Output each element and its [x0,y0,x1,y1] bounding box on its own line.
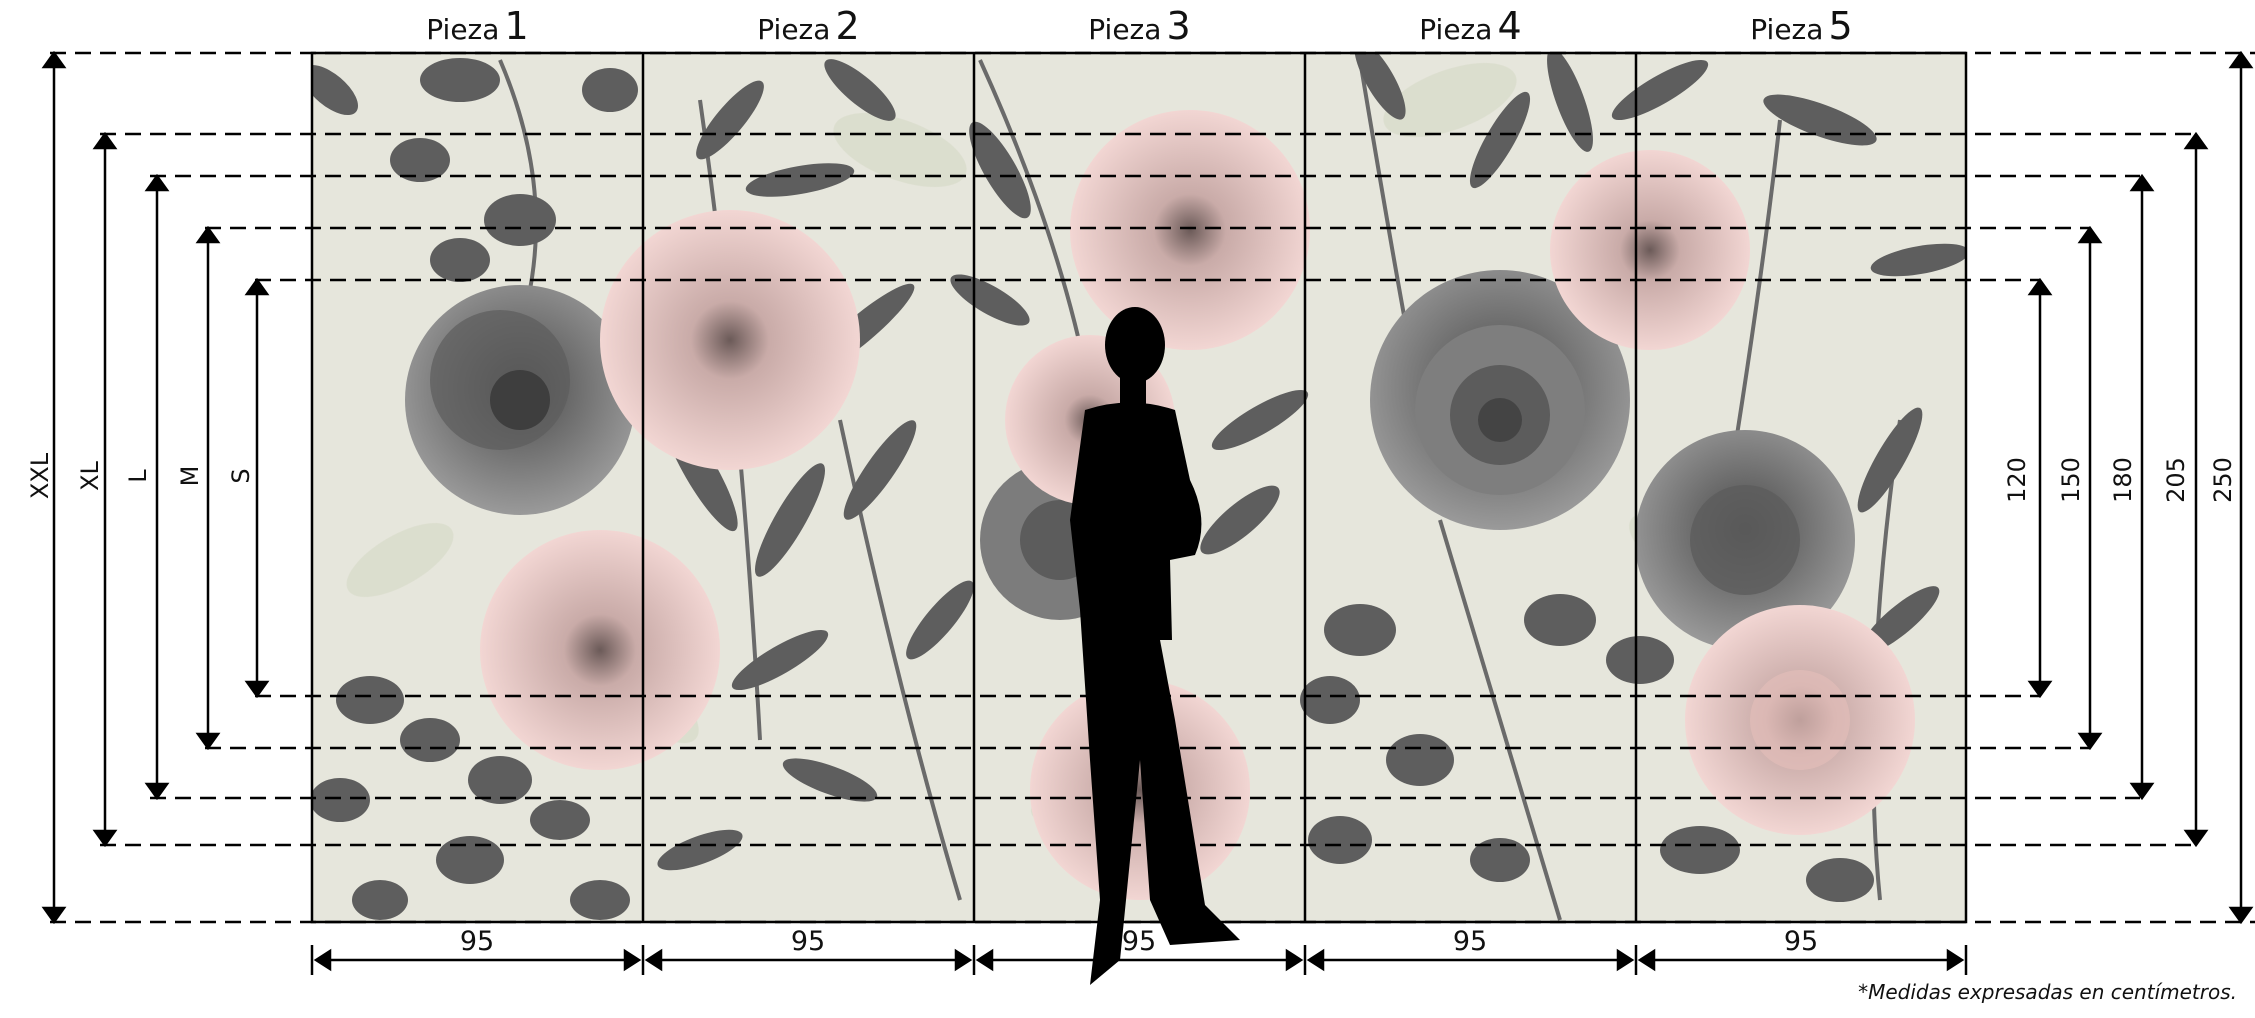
person-silhouette [1070,307,1240,985]
width-label-2: 95 [790,926,826,957]
left-size-arrows [41,50,270,925]
grey-flower-left [405,285,635,515]
width-label-5: 95 [1783,926,1819,957]
size-label-s: S [227,468,255,484]
piece-number: 4 [1497,4,1522,48]
height-label-205: 205 [2162,457,2190,503]
width-label-4: 95 [1452,926,1488,957]
height-guides [50,51,2255,924]
size-label-m: M [176,465,204,487]
piece-title-4: Pieza 4 [1305,4,1636,48]
size-label-l: L [124,469,152,483]
height-label-180: 180 [2109,457,2137,503]
pink-flower-6 [1550,150,1750,350]
piece-word: Pieza [1419,13,1493,46]
piece-word: Pieza [1088,13,1162,46]
height-label-250: 250 [2209,457,2237,503]
piece-title-2: Pieza 2 [643,4,974,48]
piece-title-1: Pieza 1 [312,4,643,48]
piece-number: 5 [1828,4,1853,48]
size-label-xl: XL [76,461,104,491]
pink-flower-2 [600,210,860,470]
piece-word: Pieza [757,13,831,46]
grey-flower-center [1370,270,1630,530]
piece-number: 1 [504,4,529,48]
piece-word: Pieza [426,13,500,46]
pink-flower-3 [1070,110,1310,350]
width-label-1: 95 [459,926,495,957]
footnote: *Medidas expresadas en centímetros. [1858,980,2237,1004]
grey-flower-right [1635,430,1855,650]
width-label-3: 95 [1121,926,1157,957]
width-arrows [310,945,1968,975]
size-label-xxl: XXL [26,452,54,500]
piece-title-5: Pieza 5 [1636,4,1967,48]
height-label-120: 120 [2003,457,2031,503]
piece-number: 2 [835,4,860,48]
piece-word: Pieza [1750,13,1824,46]
piece-number: 3 [1166,4,1191,48]
piece-title-3: Pieza 3 [974,4,1305,48]
pink-flower-7 [1685,605,1915,835]
right-size-arrows [2027,50,2254,925]
pink-flower-1 [480,530,720,770]
height-label-150: 150 [2057,457,2085,503]
